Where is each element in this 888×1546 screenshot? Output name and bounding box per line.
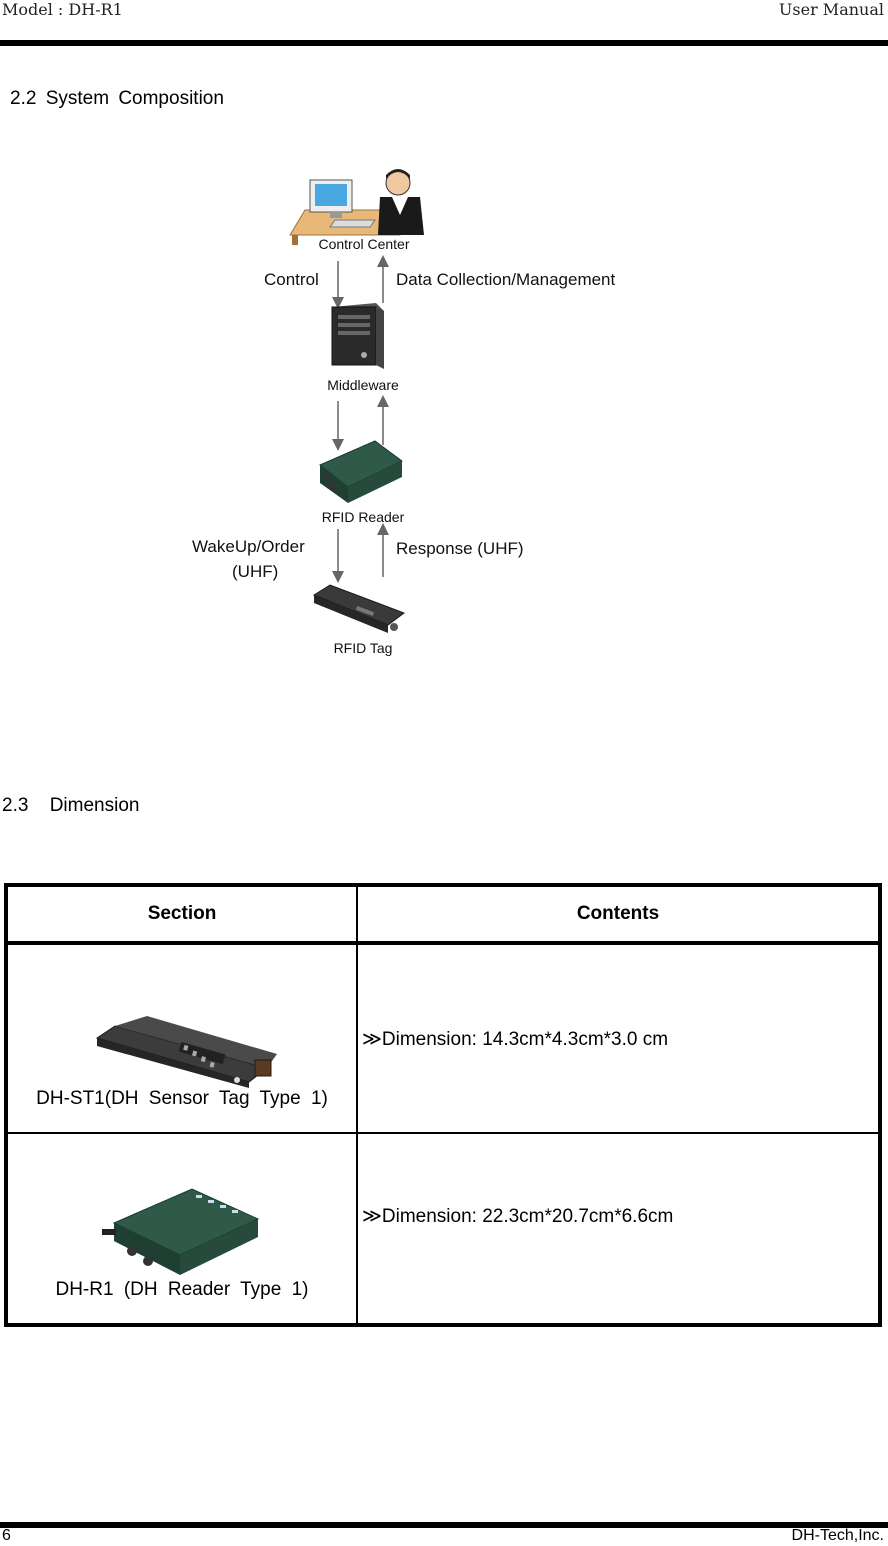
middleware-label: Middleware (327, 377, 399, 393)
control-center-icon (289, 169, 424, 245)
header-model: Model : DH-R1 (2, 0, 123, 19)
table-cell-contents: ≫Dimension: 22.3cm*20.7cm*6.6cm (356, 1132, 881, 1326)
rfid-reader-icon (319, 440, 403, 503)
sensor-tag-dimension: ≫Dimension: 14.3cm*4.3cm*3.0 cm (362, 1029, 669, 1050)
rfid-tag-icon (312, 584, 406, 633)
header-rule (0, 40, 888, 46)
page-number: 6 (2, 1527, 11, 1544)
section-heading-dimension: 2.3 Dimension (2, 795, 140, 816)
header-title: User Manual (778, 0, 884, 19)
footer-rule (0, 1522, 888, 1528)
sensor-tag-image (95, 1016, 277, 1088)
table-row: DH-R1 (DH Reader Type 1) ≫Dimension: 22.… (5, 1132, 881, 1326)
table-header-contents: Contents (356, 884, 881, 944)
system-composition-diagram: Control Center Control Data Collection/M… (192, 169, 616, 656)
control-arrow-label: Control (264, 270, 319, 289)
response-arrow-label: Response (UHF) (396, 539, 524, 558)
table-cell-section: DH-ST1(DH Sensor Tag Type 1) (5, 942, 358, 1134)
reader-dimension: ≫Dimension: 22.3cm*20.7cm*6.6cm (362, 1206, 674, 1227)
data-collection-arrow-label: Data Collection/Management (396, 270, 616, 289)
section-heading-system-composition: 2.2 System Composition (10, 88, 224, 109)
footer-company: DH-Tech,Inc. (791, 1527, 884, 1544)
wakeup-arrow-label: WakeUp/Order (192, 537, 305, 556)
rfid-reader-label: RFID Reader (322, 509, 405, 525)
table-row: DH-ST1(DH Sensor Tag Type 1) ≫Dimension:… (5, 942, 881, 1134)
table-header-section: Section (5, 884, 358, 944)
table-cell-contents: ≫Dimension: 14.3cm*4.3cm*3.0 cm (356, 942, 881, 1134)
rfid-tag-label: RFID Tag (334, 640, 393, 656)
control-center-label: Control Center (318, 236, 409, 252)
dimension-table: Section Contents DH-ST1(DH Sensor (4, 883, 882, 1327)
middleware-server-icon (331, 303, 384, 369)
reader-image (102, 1188, 260, 1275)
reader-caption: DH-R1 (DH Reader Type 1) (55, 1279, 309, 1300)
wakeup-arrow-label-uhf: (UHF) (232, 562, 278, 581)
sensor-tag-caption: DH-ST1(DH Sensor Tag Type 1) (36, 1088, 328, 1109)
table-cell-section: DH-R1 (DH Reader Type 1) (5, 1132, 358, 1326)
